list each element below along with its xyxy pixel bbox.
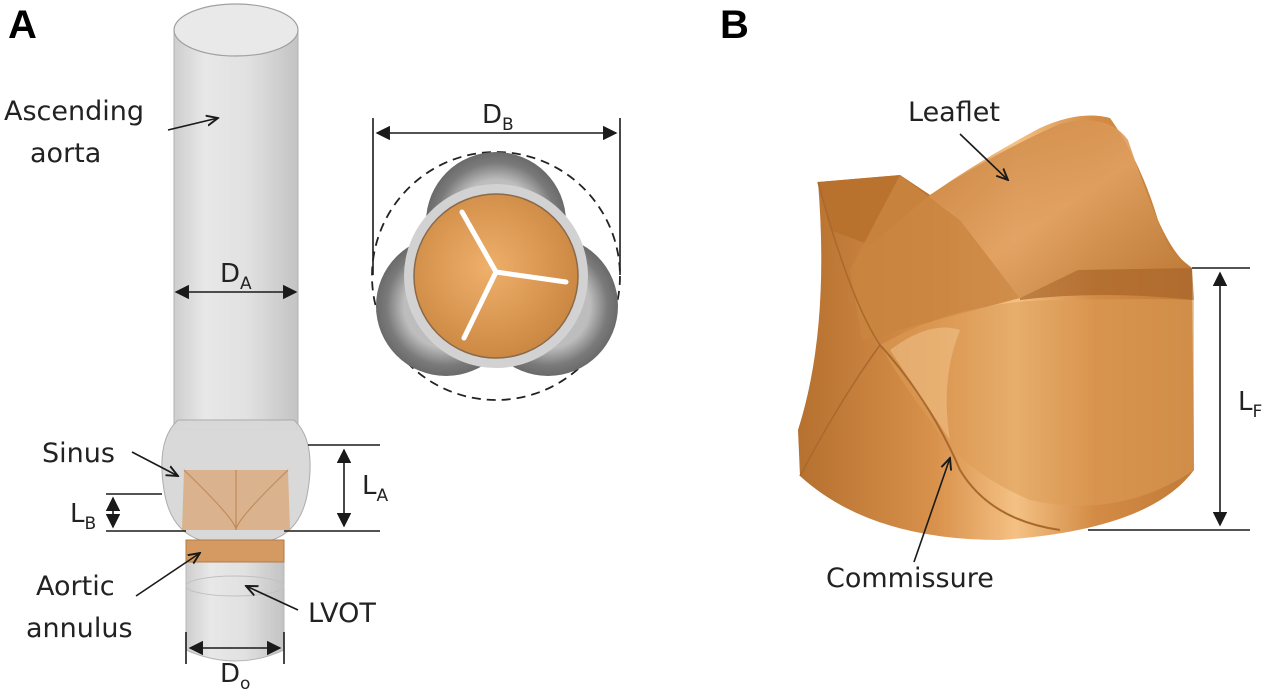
aorta-top-opening bbox=[173, 3, 299, 57]
label-leaflet: Leaflet bbox=[908, 97, 1000, 128]
dim-d-o: Do bbox=[220, 659, 250, 694]
label-commissure: Commissure bbox=[826, 563, 994, 594]
dim-l-a: LA bbox=[362, 471, 389, 506]
panel-label-b: B bbox=[720, 3, 749, 47]
dim-l-f: LF bbox=[1238, 387, 1262, 422]
label-aortic-annulus-line2: annulus bbox=[26, 613, 133, 644]
dim-d-a: DA bbox=[220, 259, 252, 294]
dim-d-b: DB bbox=[482, 100, 514, 135]
label-ascending-aorta-line1: Ascending bbox=[4, 96, 144, 127]
label-lvot: LVOT bbox=[308, 598, 376, 629]
sinus-outline-dashed bbox=[371, 151, 621, 401]
label-sinus: Sinus bbox=[42, 438, 115, 469]
label-aortic-annulus-line1: Aortic bbox=[36, 571, 115, 602]
panel-label-a: A bbox=[8, 3, 37, 47]
coaptation-y bbox=[459, 209, 569, 341]
aortic-root-model: DA LA LB Do Ascending aorta Sinus Aortic… bbox=[4, 3, 389, 694]
leaflet-3d-model: LF Leaflet Commissure bbox=[798, 97, 1262, 594]
dim-l-b: LB bbox=[70, 499, 96, 534]
valve-top-view: DB bbox=[371, 100, 621, 401]
ascending-aorta-tube bbox=[173, 29, 299, 431]
aortic-annulus-ring bbox=[185, 539, 285, 563]
label-ascending-aorta-line2: aorta bbox=[30, 138, 101, 169]
